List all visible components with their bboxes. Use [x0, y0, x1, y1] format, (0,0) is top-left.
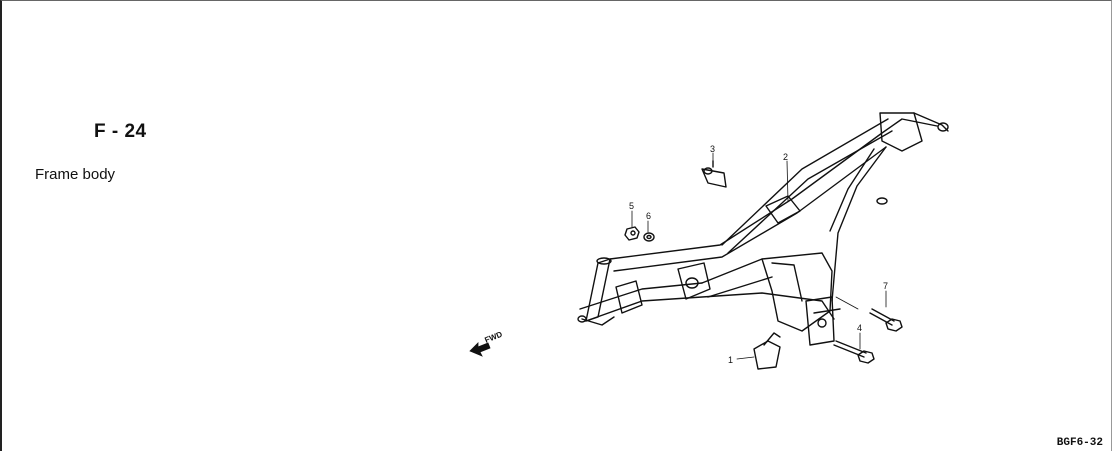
nut-part-5 — [624, 226, 640, 241]
bracket-part-3 — [701, 160, 727, 188]
callout-leaders — [631, 152, 887, 360]
washer-part-6 — [643, 232, 655, 242]
bracket-part-1 — [753, 332, 781, 370]
fwd-label: FWD — [483, 330, 503, 345]
drawing-code: BGF6-32 — [1056, 437, 1103, 449]
section-code: F - 24 — [94, 121, 147, 142]
callout-7: 7 — [883, 281, 888, 291]
callout-2: 2 — [783, 152, 788, 162]
callout-3: 3 — [710, 144, 715, 154]
bolt-part-4 — [833, 340, 875, 364]
callout-6: 6 — [646, 211, 651, 221]
callout-5: 5 — [629, 201, 634, 211]
section-title: Frame body — [35, 166, 116, 183]
bolt-part-7 — [869, 308, 903, 332]
forward-arrow-icon — [469, 342, 491, 357]
callout-1: 1 — [728, 355, 733, 365]
callout-4: 4 — [857, 323, 862, 333]
frame-body-part — [577, 112, 949, 346]
